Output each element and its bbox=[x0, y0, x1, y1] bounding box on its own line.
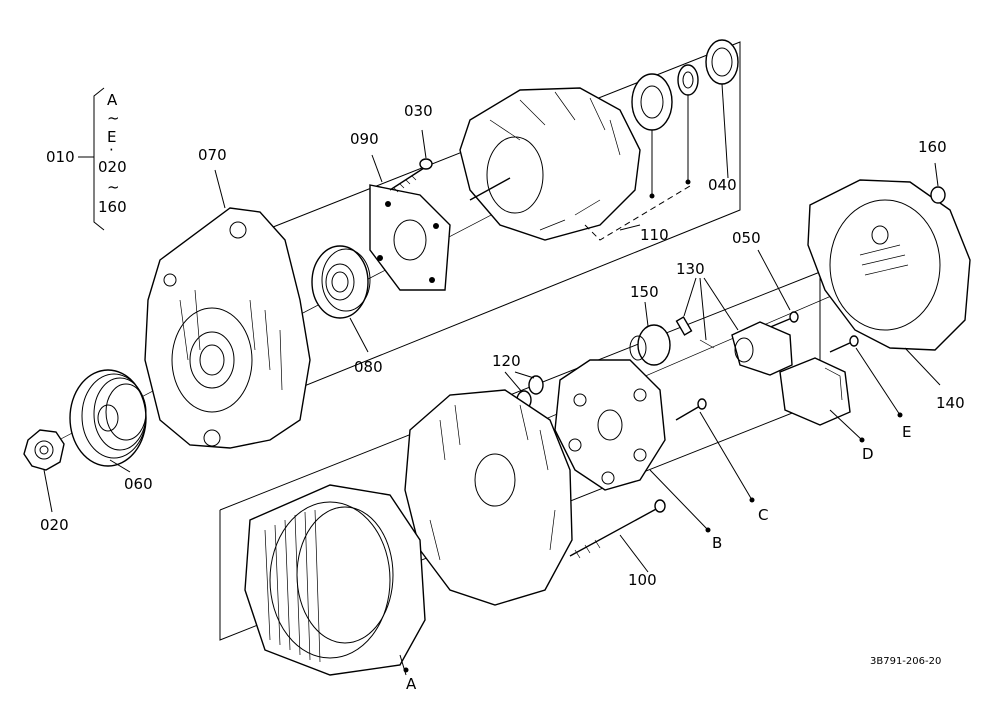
leader-070 bbox=[214, 169, 226, 209]
label-090: 090 bbox=[350, 130, 379, 148]
leader-B bbox=[649, 469, 709, 531]
nut-160 bbox=[930, 186, 946, 204]
label-160-range-end: 160 bbox=[98, 198, 127, 216]
label-060: 060 bbox=[124, 475, 153, 493]
label-160: 160 bbox=[918, 138, 947, 156]
screw-C bbox=[675, 398, 707, 421]
label-010: 010 bbox=[46, 148, 75, 166]
rear-cover-140 bbox=[807, 179, 971, 351]
label-a: A bbox=[406, 675, 417, 693]
leader-120-a bbox=[504, 371, 523, 393]
screw-regulator bbox=[829, 335, 859, 353]
label-e-range-end: E bbox=[107, 128, 117, 146]
label-110: 110 bbox=[640, 226, 669, 244]
label-c: C bbox=[758, 506, 769, 524]
front-bracket-070 bbox=[144, 207, 311, 449]
label-040: 040 bbox=[708, 176, 737, 194]
label-a-range-start: A bbox=[107, 91, 118, 109]
leader-C bbox=[699, 411, 753, 501]
label-150: 150 bbox=[630, 283, 659, 301]
leader-040 bbox=[721, 83, 729, 179]
leader-120-b bbox=[514, 371, 535, 379]
leader-080 bbox=[349, 317, 369, 353]
label-120: 120 bbox=[492, 352, 521, 370]
pulley-060 bbox=[69, 369, 147, 467]
bearing-080 bbox=[311, 245, 371, 319]
cover-ring bbox=[705, 39, 739, 85]
leader-130-b bbox=[699, 277, 707, 341]
label-080: 080 bbox=[354, 358, 383, 376]
screw-030 bbox=[389, 158, 433, 193]
bolt-100 bbox=[569, 499, 666, 559]
leader-110-bracket bbox=[584, 185, 691, 241]
label-dot-separator: · bbox=[109, 141, 114, 159]
leader-140 bbox=[904, 347, 941, 386]
leader-100 bbox=[619, 534, 649, 573]
rotor bbox=[459, 87, 641, 241]
label-050: 050 bbox=[732, 229, 761, 247]
rear-bearing bbox=[631, 73, 673, 131]
label-140: 140 bbox=[936, 394, 965, 412]
label-100: 100 bbox=[628, 571, 657, 589]
leader-090 bbox=[371, 154, 383, 183]
leader-130-c bbox=[703, 277, 739, 331]
nut-020 bbox=[23, 429, 65, 471]
leader-D bbox=[829, 409, 863, 441]
leader-160 bbox=[934, 162, 939, 187]
diagram-reference-code: 3B791-206-20 bbox=[870, 656, 942, 667]
rear-bracket bbox=[404, 389, 573, 606]
spacer-ring bbox=[677, 64, 699, 96]
leader-150 bbox=[644, 301, 649, 327]
leader-050 bbox=[757, 249, 791, 311]
label-020: 020 bbox=[40, 516, 69, 534]
retainer-plate-090 bbox=[369, 184, 451, 291]
label-tilde-1: ~ bbox=[107, 109, 120, 127]
leader-060 bbox=[109, 459, 131, 473]
label-e: E bbox=[902, 423, 912, 441]
label-d: D bbox=[862, 445, 874, 463]
label-030: 030 bbox=[404, 102, 433, 120]
screw-050 bbox=[767, 311, 799, 329]
collar-150 bbox=[629, 324, 671, 366]
leader-030 bbox=[421, 129, 427, 159]
leader-130-a bbox=[683, 277, 697, 317]
label-070: 070 bbox=[198, 146, 227, 164]
label-b: B bbox=[712, 534, 723, 552]
leader-020 bbox=[43, 469, 53, 513]
rectifier bbox=[554, 359, 666, 491]
brush-holder bbox=[675, 316, 793, 376]
label-130: 130 bbox=[676, 260, 705, 278]
leader-E bbox=[855, 347, 901, 416]
label-tilde-2: ~ bbox=[107, 178, 120, 196]
group-bracket bbox=[93, 87, 105, 231]
leader-110 bbox=[619, 224, 641, 231]
label-020-range-start: 020 bbox=[98, 158, 127, 176]
stator bbox=[244, 484, 426, 676]
regulator bbox=[779, 357, 851, 426]
